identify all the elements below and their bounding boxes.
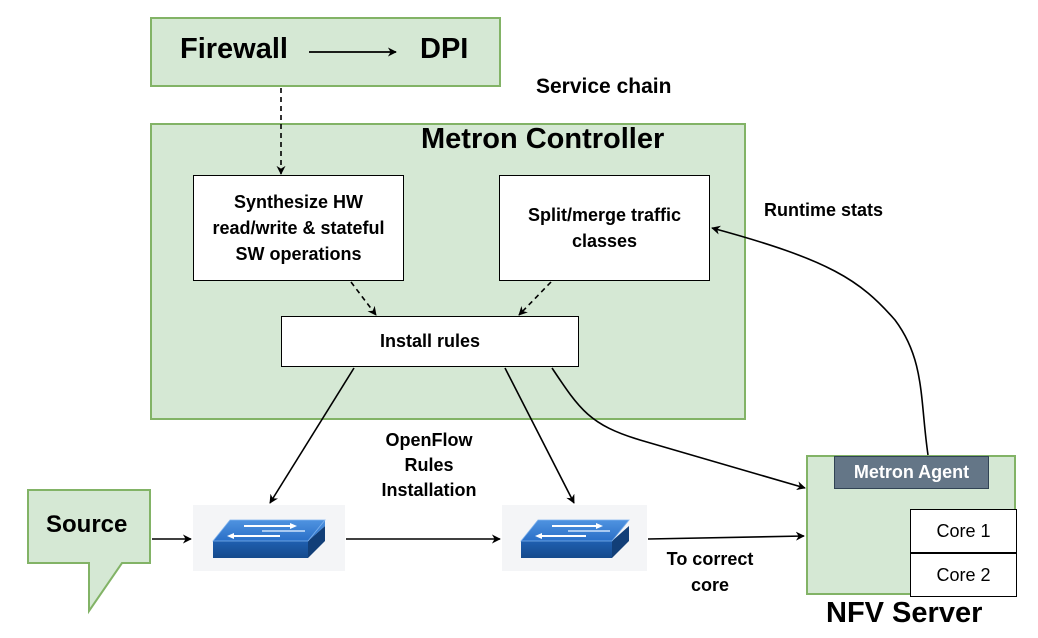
split-merge-line-2: classes <box>571 231 638 251</box>
install-rules-box: Install rules <box>281 316 579 367</box>
runtime-stats-label: Runtime stats <box>764 200 884 220</box>
core-1-label: Core 1 <box>936 520 991 541</box>
install-to-agent-arrow <box>551 367 806 491</box>
core-2-label: Core 2 <box>936 564 991 585</box>
service-chain-label: Service chain <box>536 75 672 98</box>
dpi-label: DPI <box>420 33 469 65</box>
synthesize-line-1: Synthesize HW <box>233 192 363 212</box>
core-2-box: Core 2 <box>910 553 1017 597</box>
openflow-label: OpenFlow Rules Installation <box>364 428 494 503</box>
runtime-stats-arrow <box>711 225 929 456</box>
core-1-box: Core 1 <box>910 509 1017 553</box>
network-switch-icon <box>502 505 647 571</box>
network-switch-icon <box>193 505 345 571</box>
to-correct-core-label: To correct core <box>650 546 770 598</box>
openflow-line-2: Rules <box>404 455 454 475</box>
install-to-switch2-arrow <box>504 367 575 504</box>
to-correct-core-line-2: core <box>690 575 730 595</box>
synthesize-line-2: read/write & stateful <box>212 218 385 238</box>
split-to-install-arrow <box>518 281 552 316</box>
switch2-to-nfv-arrow <box>647 531 805 541</box>
synthesize-box: Synthesize HW read/write & stateful SW o… <box>193 175 404 281</box>
install-rules-label: Install rules <box>379 331 481 351</box>
metron-agent-box: Metron Agent <box>834 456 989 489</box>
nfv-server-title: NFV Server <box>826 597 983 629</box>
split-merge-line-1: Split/merge traffic <box>527 205 682 225</box>
source-label: Source <box>46 511 128 538</box>
synthesize-to-install-arrow <box>350 281 377 316</box>
source-callout <box>27 489 151 615</box>
firewall-label: Firewall <box>180 33 288 65</box>
synthesize-line-3: SW operations <box>235 244 362 264</box>
openflow-line-1: OpenFlow <box>385 430 473 450</box>
split-merge-box: Split/merge traffic classes <box>499 175 710 281</box>
to-correct-core-line-1: To correct <box>666 549 754 569</box>
openflow-line-3: Installation <box>381 480 477 500</box>
metron-controller-title: Metron Controller <box>421 123 665 155</box>
install-to-switch1-arrow <box>269 367 355 504</box>
metron-agent-label: Metron Agent <box>853 462 970 482</box>
